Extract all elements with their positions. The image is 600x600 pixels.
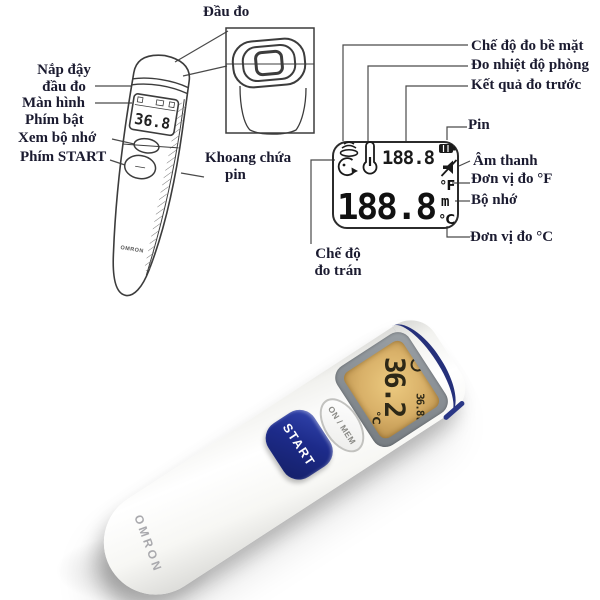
room-temp-icon	[362, 141, 378, 175]
label-probe: Đầu đo	[203, 4, 250, 20]
device-screen-digits: 36.8	[133, 110, 171, 133]
label-forehead-mode: Chế độ đo trán	[314, 246, 362, 279]
screen-outline	[128, 93, 180, 137]
label-screen: Màn hình	[22, 95, 85, 111]
label-surface-mode: Chế độ đo bề mặt	[471, 38, 584, 54]
brand-logo: OMRON	[131, 512, 166, 575]
previous-result-digits: 188.8	[382, 147, 435, 169]
lcd-main-digits: 188.8	[337, 187, 436, 228]
sound-off-icon	[440, 159, 458, 177]
battery-hatch	[144, 102, 187, 273]
battery-icon-photo	[416, 417, 423, 427]
photo-device: 36.8 36.2 °C ON / MEM START OMRON	[83, 309, 477, 600]
label-previous-result: Kết quả đo trước	[471, 77, 582, 93]
label-power-button: Phím bật	[25, 112, 84, 128]
main-reading: 36.2	[378, 356, 412, 417]
label-start-button: Phím START	[20, 149, 107, 165]
label-unit-f: Đơn vị đo °F	[471, 171, 553, 187]
probe-cylinder	[239, 85, 307, 135]
label-memory: Bộ nhớ	[471, 192, 518, 208]
sub-reading: 36.8	[414, 393, 427, 427]
label-unit-c: Đơn vị đo °C	[470, 229, 554, 245]
label-memory-view: Xem bộ nhớ	[18, 130, 97, 146]
celsius-symbol: °C	[439, 213, 455, 228]
body-seam	[122, 143, 179, 149]
unit-label: °C	[369, 410, 383, 425]
forehead-mode-icon	[337, 157, 358, 176]
thermometer-line-art: 36.8 OMRON	[112, 54, 191, 297]
start-button-outline	[123, 154, 157, 180]
label-battery: Pin	[468, 117, 490, 133]
lcd-diagram: 188.8 188.8 °F m °C	[332, 141, 459, 229]
label-sound: Âm thanh	[473, 153, 538, 169]
diagram-line-art: 36.8 OMRON	[95, 27, 471, 297]
battery-icon	[439, 144, 456, 153]
leader-lines	[95, 30, 471, 244]
probe-detail-box	[225, 27, 315, 135]
probe-rings	[231, 37, 307, 89]
lcd-outline	[332, 141, 459, 229]
clock-icon	[410, 357, 425, 372]
memory-symbol: m	[441, 194, 449, 210]
label-battery-compartment: Khoang chứa pin	[205, 150, 292, 183]
device-logo: OMRON	[120, 245, 144, 255]
on-mem-button-outline	[133, 137, 160, 154]
label-room-temp: Đo nhiệt độ phòng	[471, 57, 589, 73]
fahrenheit-symbol: °F	[440, 179, 455, 194]
lcd-reading: 36.8 36.2 °C	[356, 354, 428, 427]
label-probe-cap: Nắp đậy đầu đo	[37, 62, 91, 95]
probe-cap-seam	[132, 77, 189, 89]
surface-mode-icon	[339, 141, 359, 157]
